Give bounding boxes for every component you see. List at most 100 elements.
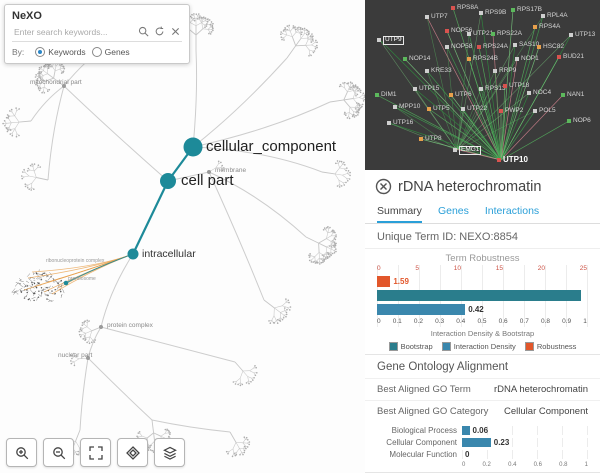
network-node-pwp2[interactable]: PWP2 xyxy=(499,107,523,115)
legend-label: Bootstrap xyxy=(400,341,433,351)
zoom-in-button[interactable] xyxy=(6,438,37,467)
network-node-bud21[interactable]: BUD21 xyxy=(557,53,584,61)
tab-interactions[interactable]: Interactions xyxy=(484,205,540,217)
bottom-axis-tick: 0.2 xyxy=(413,318,423,326)
network-node-rrp9[interactable]: RRP9 xyxy=(493,67,517,75)
network-node-kre33[interactable]: KRE33 xyxy=(425,67,452,75)
gene-node-dot xyxy=(533,109,537,114)
network-node-nop1[interactable]: NOP1 xyxy=(515,55,539,63)
network-node-nop56[interactable]: NOP56 xyxy=(445,27,472,35)
radio-keywords-label[interactable]: Keywords xyxy=(48,47,86,57)
network-node-rps13[interactable]: RPS13 xyxy=(479,85,506,93)
network-node-rps4a[interactable]: RPS4A xyxy=(533,23,560,31)
ontology-tree-canvas[interactable] xyxy=(0,0,365,473)
bottom-axis-tick: 1 xyxy=(583,318,587,326)
network-node-utp10[interactable]: UTP10 xyxy=(497,156,528,164)
network-node-utp5[interactable]: UTP5 xyxy=(427,105,450,113)
network-node-rps24b[interactable]: RPS24B xyxy=(467,55,498,63)
go-score-category: Cellular Component xyxy=(386,437,457,447)
fit-to-screen-button[interactable] xyxy=(80,438,111,467)
gene-node-dot xyxy=(491,32,495,37)
network-node-utp16[interactable]: UTP16 xyxy=(387,119,413,127)
network-node-utp6[interactable]: UTP6 xyxy=(449,91,472,99)
network-node-emg1[interactable]: EMG1 xyxy=(453,146,482,155)
network-node-pol5[interactable]: POL5 xyxy=(533,107,556,115)
gene-node-dot xyxy=(419,137,423,142)
network-node-utp15[interactable]: UTP15 xyxy=(413,85,439,93)
network-node-rps9b[interactable]: RPS9B xyxy=(479,9,506,17)
network-node-sas10[interactable]: SAS10 xyxy=(513,41,540,49)
gene-node-label: RPS24B xyxy=(473,55,498,62)
gene-node-dot xyxy=(479,87,483,92)
tree-label-intracellular[interactable]: intracellular xyxy=(142,248,196,260)
tree-label-ribonucleoprotein-complex[interactable]: ribonucleoprotein complex xyxy=(46,258,105,264)
network-node-utp9[interactable]: UTP9 xyxy=(377,36,404,45)
gene-node-label: RRP9 xyxy=(499,67,517,74)
network-node-dim1[interactable]: DIM1 xyxy=(375,91,397,99)
go-axis-tick: 0.6 xyxy=(533,461,542,468)
gene-node-label: SAS10 xyxy=(519,41,540,48)
go-axis-tick: 0.2 xyxy=(482,461,491,468)
gene-node-label: UTP8 xyxy=(425,135,442,142)
go-score-bar xyxy=(462,437,491,447)
fit-selected-button[interactable] xyxy=(117,438,148,467)
close-icon[interactable] xyxy=(375,178,392,195)
network-node-utp7[interactable]: UTP7 xyxy=(425,13,448,21)
network-node-rps22a[interactable]: RPS22A xyxy=(491,30,522,38)
radio-genes-label[interactable]: Genes xyxy=(104,47,130,57)
gene-node-dot xyxy=(479,11,483,16)
zoom-out-button[interactable] xyxy=(43,438,74,467)
network-node-mpp10[interactable]: MPP10 xyxy=(393,103,421,111)
gene-node-label: MPP10 xyxy=(399,103,421,110)
tree-label-cellular-component[interactable]: cellular_component xyxy=(206,138,337,155)
network-node-noc4[interactable]: NOC4 xyxy=(527,89,551,97)
tree-label-preribosome[interactable]: preribosome xyxy=(68,276,96,282)
network-node-utp18[interactable]: UTP18 xyxy=(503,82,529,90)
gene-node-label: DIM1 xyxy=(381,91,397,98)
fit-selected-icon xyxy=(125,445,140,460)
network-node-rps24a[interactable]: RPS24A xyxy=(477,43,508,51)
reset-icon[interactable] xyxy=(153,25,166,38)
gene-node-dot xyxy=(425,15,429,20)
gene-node-label: RPL4A xyxy=(547,12,568,19)
network-node-nop58[interactable]: NOP58 xyxy=(445,43,472,51)
network-node-utp13[interactable]: UTP13 xyxy=(569,31,595,39)
radio-genes[interactable] xyxy=(91,47,102,57)
network-node-rpl4a[interactable]: RPL4A xyxy=(541,12,568,20)
gene-node-dot xyxy=(453,148,457,153)
search-input[interactable] xyxy=(12,25,134,38)
tree-label-membrane[interactable]: membrane xyxy=(215,167,247,174)
gene-node-label: NOP6 xyxy=(573,117,591,124)
network-node-hsc82[interactable]: HSC82 xyxy=(537,43,564,51)
gene-node-label: EMG1 xyxy=(459,146,482,155)
network-node-rps8a[interactable]: RPS8A xyxy=(451,4,478,12)
unique-term-value: NEXO:8854 xyxy=(459,231,518,243)
search-icon[interactable] xyxy=(137,25,150,38)
tree-label-mitochondrial-part[interactable]: mitochondrial part xyxy=(30,79,82,86)
network-node-nan1[interactable]: NAN1 xyxy=(561,91,584,99)
clear-icon[interactable] xyxy=(169,25,182,38)
network-node-utp8[interactable]: UTP8 xyxy=(419,135,442,143)
gene-node-label: UTP10 xyxy=(503,155,528,164)
network-node-nop6[interactable]: NOP6 xyxy=(567,117,591,125)
tree-label-nuclear-part[interactable]: nuclear part xyxy=(58,352,93,359)
robustness-title: Term Robustness xyxy=(445,253,520,264)
go-score-track: 0.06 xyxy=(462,425,588,435)
gene-node-label: UTP9 xyxy=(383,36,404,45)
tree-label-cell-part[interactable]: cell part xyxy=(181,172,234,189)
network-node-utp21[interactable]: UTP21 xyxy=(467,30,493,38)
network-node-nop14[interactable]: NOP14 xyxy=(403,55,430,63)
tab-summary[interactable]: Summary xyxy=(377,200,422,223)
bar-row-interaction-density: 0.42 xyxy=(377,304,587,316)
tree-label-protein-complex[interactable]: protein complex xyxy=(107,322,153,329)
layers-button[interactable] xyxy=(154,438,185,467)
network-node-utp22[interactable]: UTP22 xyxy=(461,105,487,113)
radio-keywords[interactable] xyxy=(35,47,46,57)
network-node-rps17b[interactable]: RPS17B xyxy=(511,6,542,14)
tab-genes[interactable]: Genes xyxy=(437,205,469,217)
bottom-axis-tick: 0.5 xyxy=(477,318,487,326)
